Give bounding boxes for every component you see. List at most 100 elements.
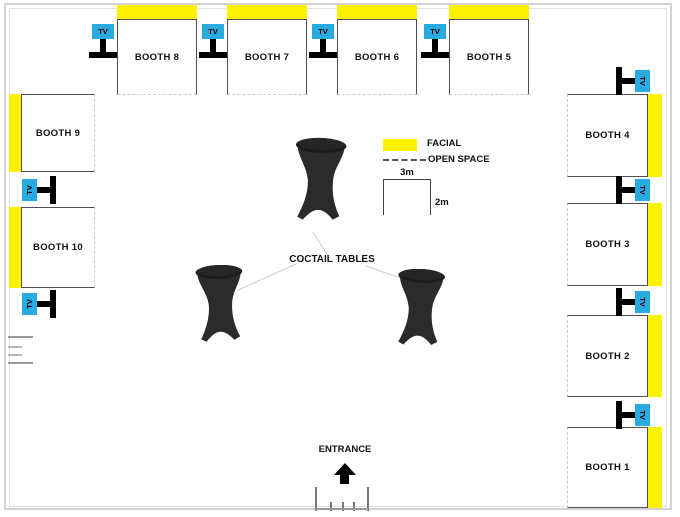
booth-6: BOOTH 6 <box>337 19 417 95</box>
booth-7-label: BOOTH 7 <box>244 51 290 63</box>
entrance-door-tick <box>330 502 332 511</box>
booth-2: BOOTH 2 <box>567 315 648 397</box>
tv-stand-booth-1: TV <box>616 401 650 429</box>
left-wall-door-mark <box>8 362 33 364</box>
cocktail-table <box>293 137 347 222</box>
legend-facial-label: FACIAL <box>427 138 462 149</box>
facial-strip-booth-9 <box>9 94 21 172</box>
booth-10: BOOTH 10 <box>21 207 95 288</box>
entrance-arrow-icon <box>334 463 356 475</box>
booth-1-label: BOOTH 1 <box>585 462 630 473</box>
tv-icon: TV <box>92 24 114 39</box>
tv-pole <box>37 187 50 193</box>
tv-base <box>199 52 227 58</box>
booth-8-label: BOOTH 8 <box>134 51 180 63</box>
facial-strip-booth-8 <box>117 5 197 19</box>
facial-strip-booth-10 <box>9 207 21 288</box>
tv-stand-booth-10: TV <box>22 290 56 318</box>
tv-pole <box>37 301 50 307</box>
tv-base <box>616 401 622 429</box>
tv-pole <box>210 39 216 52</box>
tv-label: TV <box>638 297 647 307</box>
tv-pole <box>622 78 635 84</box>
tv-label: TV <box>25 185 34 195</box>
tv-label: TV <box>98 27 108 36</box>
booth-10-label: BOOTH 10 <box>33 242 83 253</box>
tv-pole <box>622 412 635 418</box>
scale-height-label: 2m <box>435 197 449 208</box>
tv-icon: TV <box>312 24 334 39</box>
booth-8: BOOTH 8 <box>117 19 197 95</box>
entrance-door-tick <box>342 502 344 511</box>
tv-label: TV <box>25 299 34 309</box>
tv-label: TV <box>318 27 328 36</box>
entrance-door-post-right <box>367 487 369 511</box>
tv-base <box>89 52 117 58</box>
facial-strip-booth-5 <box>449 5 529 19</box>
booth-5: BOOTH 5 <box>449 19 529 95</box>
tv-base <box>616 176 622 204</box>
booth-6-label: BOOTH 6 <box>354 51 400 63</box>
scale-box <box>383 179 431 215</box>
facial-strip-booth-7 <box>227 5 307 19</box>
tv-icon: TV <box>202 24 224 39</box>
tv-icon: TV <box>635 404 650 426</box>
tv-base <box>616 288 622 316</box>
tv-stand-booth-5: TV <box>421 24 449 58</box>
tv-stand-booth-9: TV <box>22 176 56 204</box>
tv-base <box>50 290 56 318</box>
tv-base <box>50 176 56 204</box>
cocktail-table <box>195 264 245 343</box>
tv-stand-booth-3: TV <box>616 176 650 204</box>
tv-base <box>309 52 337 58</box>
entrance-label: ENTRANCE <box>318 444 372 455</box>
tv-icon: TV <box>22 179 37 201</box>
tv-stand-booth-4: TV <box>616 67 650 95</box>
tv-label: TV <box>638 76 647 86</box>
legend-open-space-dash <box>383 159 426 161</box>
left-wall-door-mark <box>8 336 33 338</box>
booth-1: BOOTH 1 <box>567 427 648 508</box>
tv-icon: TV <box>635 70 650 92</box>
facial-strip-booth-3 <box>648 203 662 286</box>
entrance-door-post-left <box>315 487 317 511</box>
booth-9-label: BOOTH 9 <box>35 127 81 139</box>
tv-stand-booth-2: TV <box>616 288 650 316</box>
tv-pole <box>432 39 438 52</box>
tv-pole <box>622 187 635 193</box>
tv-stand-booth-7: TV <box>199 24 227 58</box>
tv-label: TV <box>638 185 647 195</box>
booth-5-label: BOOTH 5 <box>466 51 512 63</box>
cocktail-tables-label: COCTAIL TABLES <box>289 254 375 265</box>
scale-width-label: 3m <box>400 167 414 178</box>
booth-9: BOOTH 9 <box>21 94 95 172</box>
booth-7: BOOTH 7 <box>227 19 307 95</box>
tv-stand-booth-8: TV <box>89 24 117 58</box>
facial-strip-booth-2 <box>648 315 662 397</box>
booth-4-label: BOOTH 4 <box>585 130 630 141</box>
tv-stand-booth-6: TV <box>309 24 337 58</box>
cocktail-table <box>394 267 446 347</box>
tv-icon: TV <box>635 179 650 201</box>
facial-strip-booth-1 <box>648 427 662 508</box>
left-wall-door-mark <box>8 346 22 348</box>
booth-4: BOOTH 4 <box>567 94 648 177</box>
tv-icon: TV <box>635 291 650 313</box>
tv-pole <box>622 299 635 305</box>
booth-2-label: BOOTH 2 <box>585 350 630 362</box>
booth-3-label: BOOTH 3 <box>585 239 630 250</box>
tv-label: TV <box>430 27 440 36</box>
tv-icon: TV <box>424 24 446 39</box>
tv-label: TV <box>638 410 647 420</box>
left-wall-door-mark <box>8 354 22 356</box>
legend-facial-swatch <box>383 139 417 151</box>
tv-base <box>616 67 622 95</box>
tv-base <box>421 52 449 58</box>
entrance-door-tick <box>353 502 355 511</box>
tv-pole <box>320 39 326 52</box>
facial-strip-booth-6 <box>337 5 417 19</box>
facial-strip-booth-4 <box>648 94 662 177</box>
entrance-arrow-stem <box>340 474 349 484</box>
booth-3: BOOTH 3 <box>567 203 648 286</box>
tv-label: TV <box>208 27 218 36</box>
